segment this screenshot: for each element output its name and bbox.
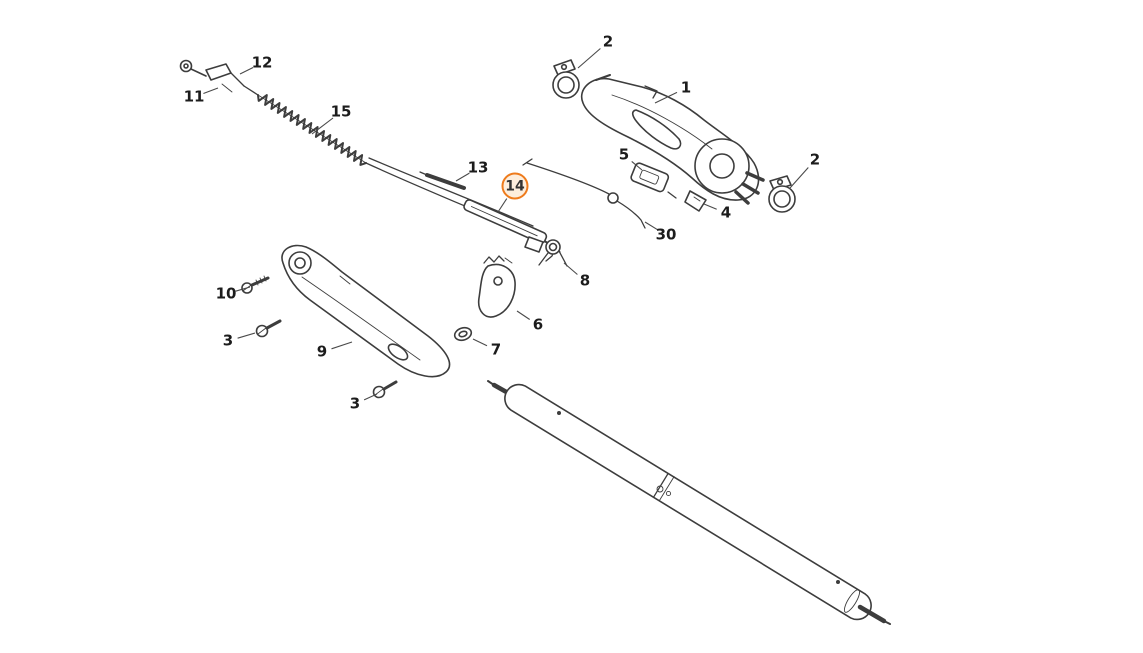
callout-leader-line <box>363 393 378 401</box>
part-callout-2[interactable]: 2 <box>602 32 614 51</box>
callout-leader-line <box>563 262 578 275</box>
part-drawing-screw-3-left <box>255 319 282 338</box>
part-callout-4[interactable]: 4 <box>720 203 732 222</box>
part-drawing-handle-housing-bottom-9 <box>281 244 451 378</box>
part-callout-10[interactable]: 10 <box>215 284 237 303</box>
part-drawing-switch-5 <box>630 162 677 199</box>
callout-leader-line <box>703 203 717 210</box>
callout-leader-line <box>644 221 658 231</box>
part-callout-15[interactable]: 15 <box>330 102 352 121</box>
part-drawing-clamp-2-left <box>552 59 580 99</box>
part-callout-3[interactable]: 3 <box>349 394 361 413</box>
callout-leader-line <box>203 87 219 95</box>
part-drawing-rod-13 <box>419 171 466 190</box>
part-callout-8[interactable]: 8 <box>579 271 591 290</box>
callout-leader-line <box>455 172 470 182</box>
callout-leader-line <box>789 167 809 189</box>
callout-leader-line <box>497 198 508 213</box>
callout-leader-line <box>235 286 251 292</box>
part-callout-30[interactable]: 30 <box>655 225 677 244</box>
part-drawing-bushing-7 <box>453 326 473 342</box>
part-drawing-cable-connector-12 <box>205 63 259 96</box>
part-callout-13[interactable]: 13 <box>467 158 489 177</box>
part-drawing-spring-8 <box>538 239 568 267</box>
part-drawing-clamp-2-right <box>768 175 796 213</box>
part-callout-9[interactable]: 9 <box>316 342 328 361</box>
part-drawing-trigger-6 <box>477 255 516 318</box>
part-drawing-cable-ring-terminal-11 <box>179 59 207 77</box>
callout-leader-line <box>311 117 334 135</box>
part-drawing-handle-housing-top-1 <box>580 74 765 205</box>
part-callout-2[interactable]: 2 <box>809 150 821 169</box>
callout-leader-line <box>516 310 531 320</box>
part-callout-11[interactable]: 11 <box>183 87 205 106</box>
callout-leader-line <box>631 160 643 171</box>
part-drawing-cable-spring-15 <box>257 94 367 166</box>
part-callout-6[interactable]: 6 <box>532 315 544 334</box>
part-drawing-drive-tube <box>487 380 891 625</box>
part-callout-5[interactable]: 5 <box>618 145 630 164</box>
part-drawing-lever-4 <box>684 190 707 212</box>
part-callout-1[interactable]: 1 <box>680 78 692 97</box>
callout-leader-line <box>239 67 254 75</box>
part-drawing-spring-wire-30 <box>522 158 646 229</box>
part-callout-14-highlighted[interactable]: 14 <box>501 172 529 200</box>
callout-leader-line <box>237 332 256 339</box>
callout-leader-line <box>577 48 601 69</box>
callout-leader-line <box>654 91 678 104</box>
callout-leader-lines <box>203 48 809 401</box>
part-callout-7[interactable]: 7 <box>490 340 502 359</box>
callout-leader-line <box>472 338 488 347</box>
callout-leader-line <box>331 341 353 350</box>
part-callout-12[interactable]: 12 <box>251 53 273 72</box>
part-callout-3[interactable]: 3 <box>222 331 234 350</box>
